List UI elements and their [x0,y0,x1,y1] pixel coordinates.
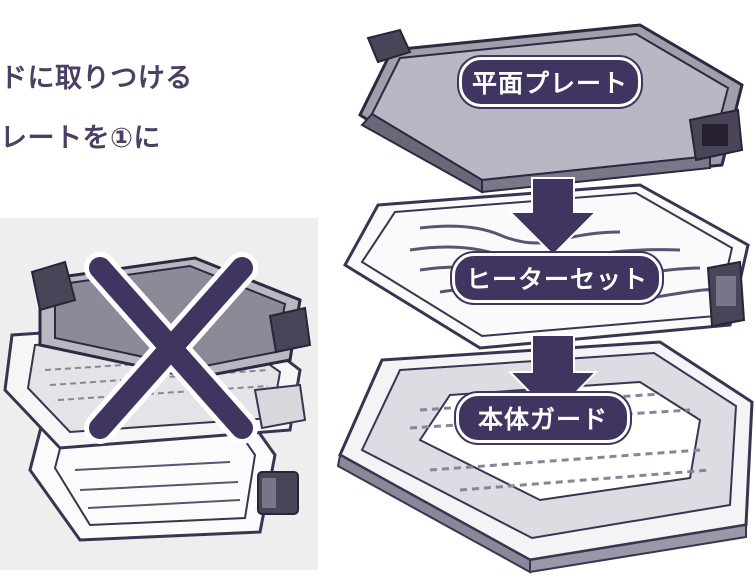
instruction-line-2: レートを①に [0,123,161,154]
correct-assembly [336,23,754,574]
down-arrow-icon [507,177,599,257]
flat-plate-label: 平面プレート [459,57,641,107]
body-guard-label: 本体ガード [456,393,630,443]
cross-mark-icon [84,252,258,444]
instruction-line-1: ドに取りつける [0,63,193,94]
flat-plate-drawing [358,23,744,194]
body-guard-drawing [336,340,754,574]
heater-set-label: ヒーターセット [452,253,662,303]
incorrect-assembly-panel [0,218,318,570]
